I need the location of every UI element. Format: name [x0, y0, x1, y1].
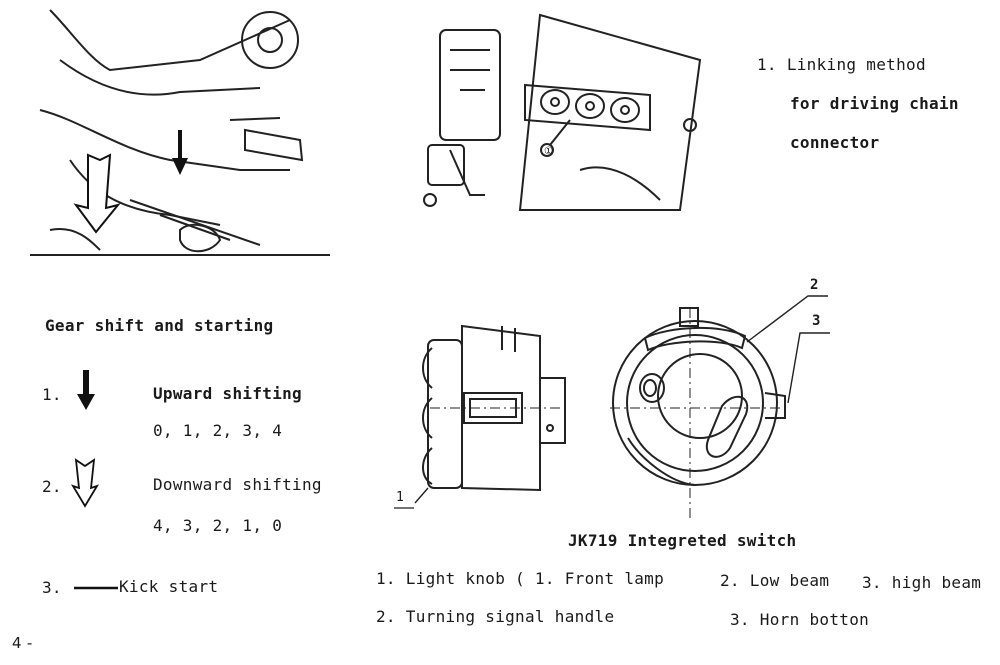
switch-legend-row1-item1: 1. Light knob ( 1. Front lamp [376, 569, 665, 588]
switch-legend-row2-item2: 3. Horn botton [730, 610, 870, 629]
switch-callout-1: 1 [396, 490, 405, 505]
switch-legend-row1-item3: 3. high beam [862, 573, 982, 592]
dash-line-icon [74, 586, 118, 590]
chain-caption-line3: connector [790, 133, 880, 152]
gear-item-1-label: Upward shifting [153, 384, 302, 403]
chain-callout: ① [544, 146, 553, 157]
switch-legend-row2-item1: 2. Turning signal handle [376, 607, 615, 626]
gear-item-3-label: Kick start [119, 577, 219, 596]
solid-down-arrow-icon [77, 370, 95, 410]
chain-caption-line2: for driving chain [790, 94, 959, 113]
switch-callout-3: 3 [812, 313, 821, 329]
gear-section-title: Gear shift and starting [45, 316, 274, 335]
hollow-down-arrow-icon [70, 458, 100, 508]
gear-item-2-sequence: 4, 3, 2, 1, 0 [153, 516, 283, 535]
gear-shift-illustration [30, 9, 330, 256]
switch-legend-row1-item2: 2. Low beam [720, 571, 830, 590]
chain-connector-illustration: ① [423, 13, 702, 211]
page-number: 4 - [12, 634, 33, 652]
gear-item-1-sequence: 0, 1, 2, 3, 4 [153, 421, 283, 440]
switch-title: JK719 Integreted switch [568, 531, 797, 550]
gear-item-2-number: 2. [42, 477, 62, 496]
gear-item-3-number: 3. [42, 578, 62, 597]
switch-callout-2: 2 [810, 277, 819, 293]
chain-caption-text1: Linking method [786, 55, 926, 74]
chain-item-number: 1. [757, 55, 777, 74]
integrated-switch-illustration [394, 295, 830, 518]
gear-item-2-label: Downward shifting [153, 475, 322, 494]
gear-item-1-number: 1. [42, 385, 62, 404]
chain-caption-line1: 1. Linking method [757, 55, 926, 74]
